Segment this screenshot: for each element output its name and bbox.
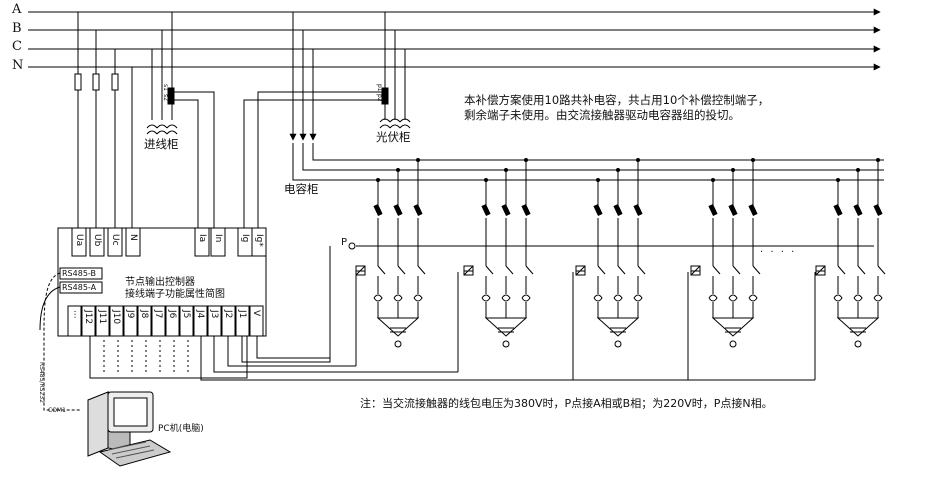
top-terminal-label: Ig* bbox=[254, 234, 264, 247]
top-terminal bbox=[71, 227, 87, 257]
capacitor-group bbox=[463, 158, 534, 348]
bottom-terminal-label: J12 bbox=[83, 310, 93, 325]
bottom-terminal-label: J7 bbox=[153, 310, 163, 319]
controller-title1: 节点输出控制器 bbox=[125, 277, 195, 288]
bottom-terminal-label: J10 bbox=[111, 310, 121, 325]
bottom-terminal bbox=[95, 305, 110, 337]
bottom-terminal bbox=[137, 305, 152, 337]
top-terminal-label: Ub bbox=[92, 234, 102, 247]
ellipsis-label: · · · · bbox=[760, 247, 797, 258]
capacitor-group bbox=[815, 158, 886, 348]
description-line2: 剩余端子未使用。由交流接触器驱动电容器组的投切。 bbox=[464, 108, 740, 122]
bottom-terminal-label: J8 bbox=[139, 310, 149, 319]
capacitor-cabinet-label: 电容柜 bbox=[284, 182, 319, 196]
bottom-terminal-label: J3 bbox=[209, 310, 219, 319]
top-terminal-label: Ia bbox=[197, 234, 207, 243]
com1-label: COM1 bbox=[48, 407, 66, 414]
top-terminal-label: In bbox=[213, 234, 223, 243]
bottom-terminal-label: V bbox=[251, 310, 261, 317]
bus-label-b: B bbox=[12, 21, 22, 36]
bottom-terminal-label: J4 bbox=[195, 310, 205, 319]
capacitor-group bbox=[575, 158, 646, 348]
cable-label: RS485/RS232 bbox=[38, 362, 45, 403]
footnote: 注：当交流接触器的线包电压为380V时，P点接A相或B相；为220V时，P点接N… bbox=[360, 397, 773, 410]
pc-icon bbox=[87, 391, 172, 467]
bottom-terminal-label: J5 bbox=[181, 310, 191, 319]
capacitor-group bbox=[690, 158, 761, 348]
top-terminal bbox=[107, 227, 123, 257]
top-terminal-label: Ig bbox=[240, 234, 250, 243]
top-terminal bbox=[210, 227, 226, 257]
p-point-label: P bbox=[341, 237, 348, 248]
capacitor-group bbox=[355, 158, 426, 348]
ct-p1-label: p1 bbox=[376, 84, 383, 92]
top-terminal-label: Ua bbox=[74, 234, 84, 247]
bottom-terminal-label: J1 bbox=[237, 310, 247, 319]
description-line1: 本补偿方案使用10路共补电容，共占用10个补偿控制端子， bbox=[464, 93, 770, 107]
bottom-terminal bbox=[81, 305, 96, 337]
bottom-terminal bbox=[165, 305, 180, 337]
bottom-terminal bbox=[67, 305, 82, 337]
top-terminal-label: N bbox=[128, 234, 138, 241]
bottom-terminal bbox=[123, 305, 138, 337]
rs485-a-label: RS485-A bbox=[62, 283, 97, 292]
ct-s1-label: s1 bbox=[162, 84, 169, 91]
top-terminal bbox=[251, 227, 267, 257]
bottom-terminal-label: J11 bbox=[97, 310, 107, 325]
bus-label-a: A bbox=[12, 2, 22, 17]
bottom-terminal-label: J2 bbox=[223, 310, 233, 319]
bottom-terminal bbox=[109, 305, 124, 337]
bottom-terminal bbox=[151, 305, 166, 337]
ct-s2-label: s2 bbox=[162, 94, 169, 101]
rs485-b-label: RS485-B bbox=[62, 269, 96, 278]
top-terminal bbox=[89, 227, 105, 257]
bus-label-c: C bbox=[12, 39, 22, 54]
pv-cabinet-label: 光伏柜 bbox=[376, 130, 411, 144]
ct-p2-label: p2 bbox=[376, 94, 383, 102]
bottom-terminal bbox=[179, 305, 194, 337]
pc-label: PC机(电脑) bbox=[158, 424, 204, 434]
bottom-terminal-label: ··· bbox=[69, 310, 79, 319]
top-terminal bbox=[194, 227, 210, 257]
controller-title2: 接线端子功能属性简图 bbox=[125, 289, 225, 300]
bus-label-n: N bbox=[12, 58, 24, 73]
top-terminal-label: Uc bbox=[110, 234, 120, 246]
incoming-cabinet-label: 进线柜 bbox=[144, 137, 179, 151]
top-terminal bbox=[125, 227, 141, 257]
bottom-terminal-label: J6 bbox=[167, 310, 177, 319]
bottom-terminal-label: J9 bbox=[125, 310, 135, 319]
